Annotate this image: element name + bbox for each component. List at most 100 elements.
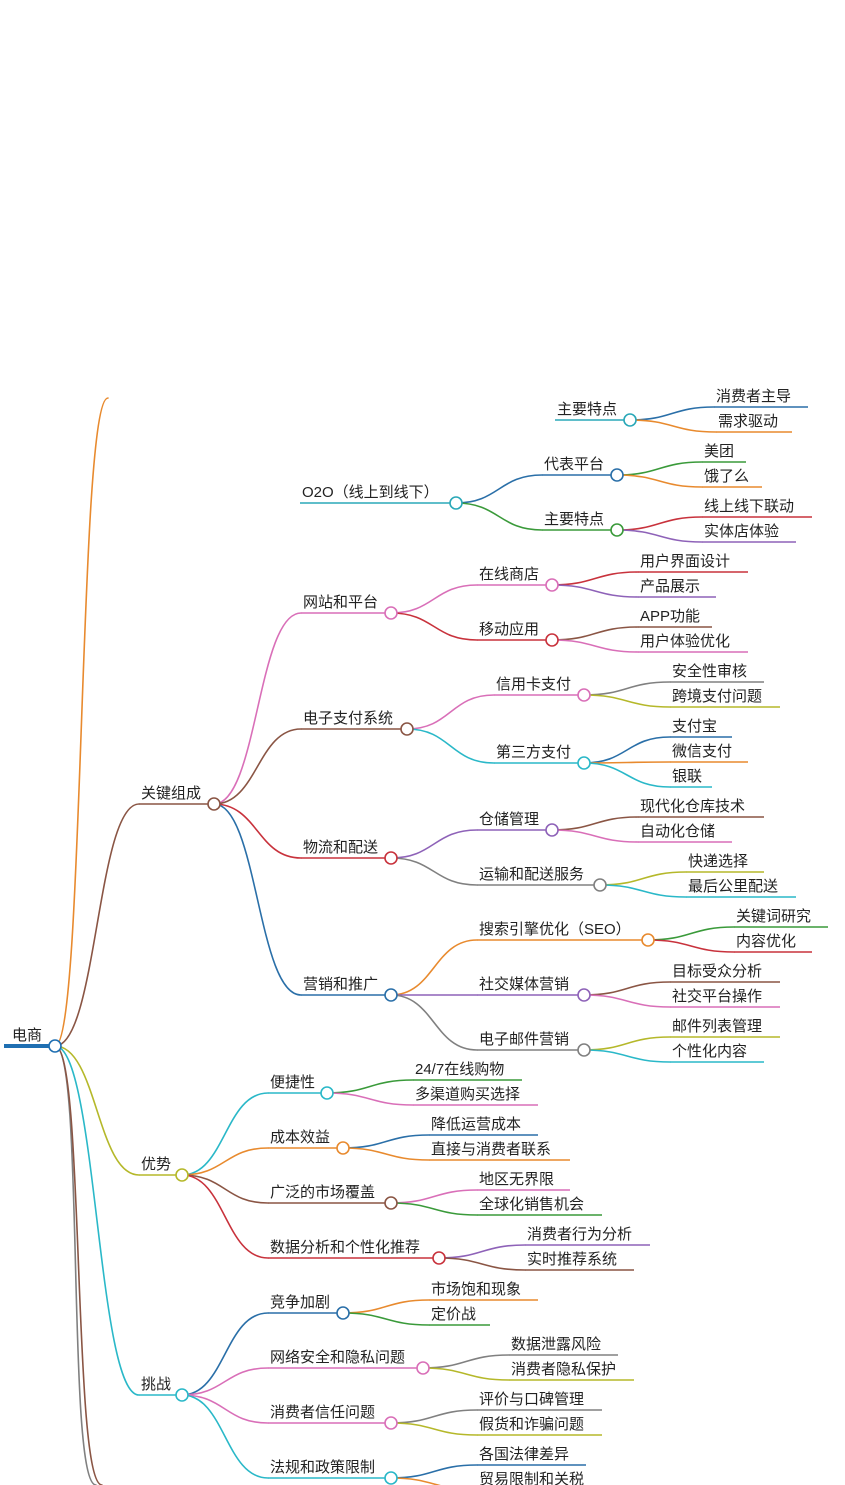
node-n-chal-toggle[interactable] [175, 1388, 189, 1402]
node-n-law-label[interactable]: 法规和政策限制 [270, 1459, 376, 1476]
node-n-law-toggle[interactable] [384, 1471, 398, 1485]
node-n-email-toggle[interactable] [577, 1043, 591, 1057]
node-n-ware-toggle[interactable] [545, 823, 559, 837]
node-n-email2-label[interactable]: 个性化内容 [672, 1043, 748, 1060]
node-n-comp-toggle[interactable] [336, 1306, 350, 1320]
node-n-logi-toggle[interactable] [384, 851, 398, 865]
node-n-conv2-label[interactable]: 多渠道购买选择 [415, 1086, 521, 1103]
node-n-third3-label[interactable]: 银联 [672, 768, 703, 785]
node-n-mobile-label[interactable]: 移动应用 [479, 621, 540, 638]
node-n-cost1-label[interactable]: 降低运营成本 [431, 1116, 522, 1133]
node-n-store-label[interactable]: 在线商店 [479, 566, 540, 583]
node-n-root-toggle[interactable] [48, 1039, 62, 1053]
node-n-mkt-toggle[interactable] [384, 988, 398, 1002]
node-n-o2o-plat-toggle[interactable] [610, 468, 624, 482]
node-n-data2-label[interactable]: 实时推荐系统 [527, 1251, 618, 1268]
node-n-o2o-f1-label[interactable]: 线上线下联动 [704, 498, 795, 515]
node-n-web-label[interactable]: 网站和平台 [303, 594, 379, 611]
node-n-cover-toggle[interactable] [384, 1196, 398, 1210]
node-n-o2o-p1-label[interactable]: 美团 [704, 443, 735, 460]
node-n-mobile1-label[interactable]: APP功能 [640, 608, 701, 625]
node-n-mobile-toggle[interactable] [545, 633, 559, 647]
node-n-law2-label[interactable]: 贸易限制和关税 [479, 1471, 585, 1485]
node-n-sec2-label[interactable]: 消费者隐私保护 [511, 1361, 617, 1378]
node-n-o2o-f2-label[interactable]: 实体店体验 [704, 523, 780, 540]
node-n-o2o-p2-label[interactable]: 饿了么 [704, 468, 750, 485]
node-n-o2o-plat-label[interactable]: 代表平台 [544, 456, 605, 473]
connector-n-pay [213, 728, 302, 805]
node-n-law1-label[interactable]: 各国法律差异 [479, 1446, 570, 1463]
node-n-root-label[interactable]: 电商 [12, 1027, 43, 1044]
node-n-ware1-label[interactable]: 现代化仓库技术 [640, 798, 746, 815]
node-n-mkt-label[interactable]: 营销和推广 [303, 976, 379, 993]
node-n-card1-label[interactable]: 安全性审核 [672, 663, 748, 680]
node-n-third1-label[interactable]: 支付宝 [672, 718, 718, 735]
node-n-seo-toggle[interactable] [641, 933, 655, 947]
node-n-third-toggle[interactable] [577, 756, 591, 770]
node-n-conv-toggle[interactable] [320, 1086, 334, 1100]
node-n-chal-label[interactable]: 挑战 [141, 1376, 172, 1393]
node-n-seo1-label[interactable]: 关键词研究 [736, 908, 812, 925]
node-n-email1-label[interactable]: 邮件列表管理 [672, 1018, 763, 1035]
node-n-o2o-feat-toggle[interactable] [610, 523, 624, 537]
node-n-ware-label[interactable]: 仓储管理 [479, 811, 540, 828]
node-n-adv-toggle[interactable] [175, 1168, 189, 1182]
node-n-store2-label[interactable]: 产品展示 [640, 578, 701, 595]
node-n-key-label[interactable]: 关键组成 [141, 785, 202, 802]
node-n-ware2-label[interactable]: 自动化仓储 [640, 823, 716, 840]
node-n-o2o-feat-label[interactable]: 主要特点 [544, 511, 605, 528]
node-n-b2c-feat-toggle[interactable] [623, 413, 637, 427]
node-n-comp-label[interactable]: 竞争加剧 [270, 1294, 331, 1311]
node-n-social2-label[interactable]: 社交平台操作 [672, 988, 763, 1005]
node-n-data-toggle[interactable] [432, 1251, 446, 1265]
node-n-pay-label[interactable]: 电子支付系统 [303, 710, 394, 727]
node-n-card-toggle[interactable] [577, 688, 591, 702]
node-n-trans-toggle[interactable] [593, 878, 607, 892]
node-n-data-label[interactable]: 数据分析和个性化推荐 [270, 1239, 421, 1256]
node-n-cover1-label[interactable]: 地区无界限 [479, 1171, 555, 1188]
node-n-cover2-label[interactable]: 全球化销售机会 [479, 1196, 585, 1213]
node-n-web-toggle[interactable] [384, 606, 398, 620]
node-n-card-label[interactable]: 信用卡支付 [496, 676, 572, 693]
node-n-trans1-label[interactable]: 快递选择 [688, 853, 749, 870]
node-n-conv1-label[interactable]: 24/7在线购物 [415, 1061, 505, 1078]
node-n-key-toggle[interactable] [207, 797, 221, 811]
node-n-card2-label[interactable]: 跨境支付问题 [672, 688, 763, 705]
node-n-social1-label[interactable]: 目标受众分析 [672, 963, 763, 980]
node-n-trust2-label[interactable]: 假货和诈骗问题 [479, 1416, 585, 1433]
node-n-sec1-label[interactable]: 数据泄露风险 [511, 1336, 602, 1353]
node-n-trust-label[interactable]: 消费者信任问题 [270, 1404, 376, 1421]
node-n-o2o-toggle[interactable] [449, 496, 463, 510]
node-n-cover-label[interactable]: 广泛的市场覆盖 [270, 1184, 376, 1201]
node-n-pay-toggle[interactable] [400, 722, 414, 736]
node-n-comp1-label[interactable]: 市场饱和现象 [431, 1281, 522, 1298]
node-n-cost2-label[interactable]: 直接与消费者联系 [431, 1141, 552, 1158]
node-n-b2c-f2-label[interactable]: 需求驱动 [718, 413, 779, 430]
node-n-sec-label[interactable]: 网络安全和隐私问题 [270, 1349, 406, 1366]
node-n-conv-label[interactable]: 便捷性 [270, 1074, 316, 1091]
node-n-store-toggle[interactable] [545, 578, 559, 592]
node-n-email-label[interactable]: 电子邮件营销 [479, 1031, 570, 1048]
node-n-social-toggle[interactable] [577, 988, 591, 1002]
node-n-third-label[interactable]: 第三方支付 [496, 744, 572, 761]
node-n-social-label[interactable]: 社交媒体营销 [479, 976, 570, 993]
node-n-b2c-feat-label[interactable]: 主要特点 [557, 401, 618, 418]
node-n-adv-label[interactable]: 优势 [141, 1156, 172, 1173]
node-n-logi-label[interactable]: 物流和配送 [303, 839, 379, 856]
node-n-o2o-label[interactable]: O2O（线上到线下） [302, 484, 439, 501]
node-n-cost-label[interactable]: 成本效益 [270, 1129, 331, 1146]
node-n-b2c-f1-label[interactable]: 消费者主导 [716, 388, 792, 405]
node-n-store1-label[interactable]: 用户界面设计 [640, 553, 731, 570]
node-n-mobile2-label[interactable]: 用户体验优化 [640, 633, 731, 650]
node-n-third2-label[interactable]: 微信支付 [672, 743, 733, 760]
node-n-data1-label[interactable]: 消费者行为分析 [527, 1226, 633, 1243]
node-n-trust-toggle[interactable] [384, 1416, 398, 1430]
node-n-trans2-label[interactable]: 最后公里配送 [688, 878, 779, 895]
node-n-trans-label[interactable]: 运输和配送服务 [479, 866, 585, 883]
node-n-seo2-label[interactable]: 内容优化 [736, 933, 797, 950]
node-n-sec-toggle[interactable] [416, 1361, 430, 1375]
node-n-seo-label[interactable]: 搜索引擎优化（SEO） [479, 921, 631, 938]
node-n-trust1-label[interactable]: 评价与口碑管理 [479, 1391, 585, 1408]
node-n-cost-toggle[interactable] [336, 1141, 350, 1155]
node-n-comp2-label[interactable]: 定价战 [431, 1306, 477, 1323]
